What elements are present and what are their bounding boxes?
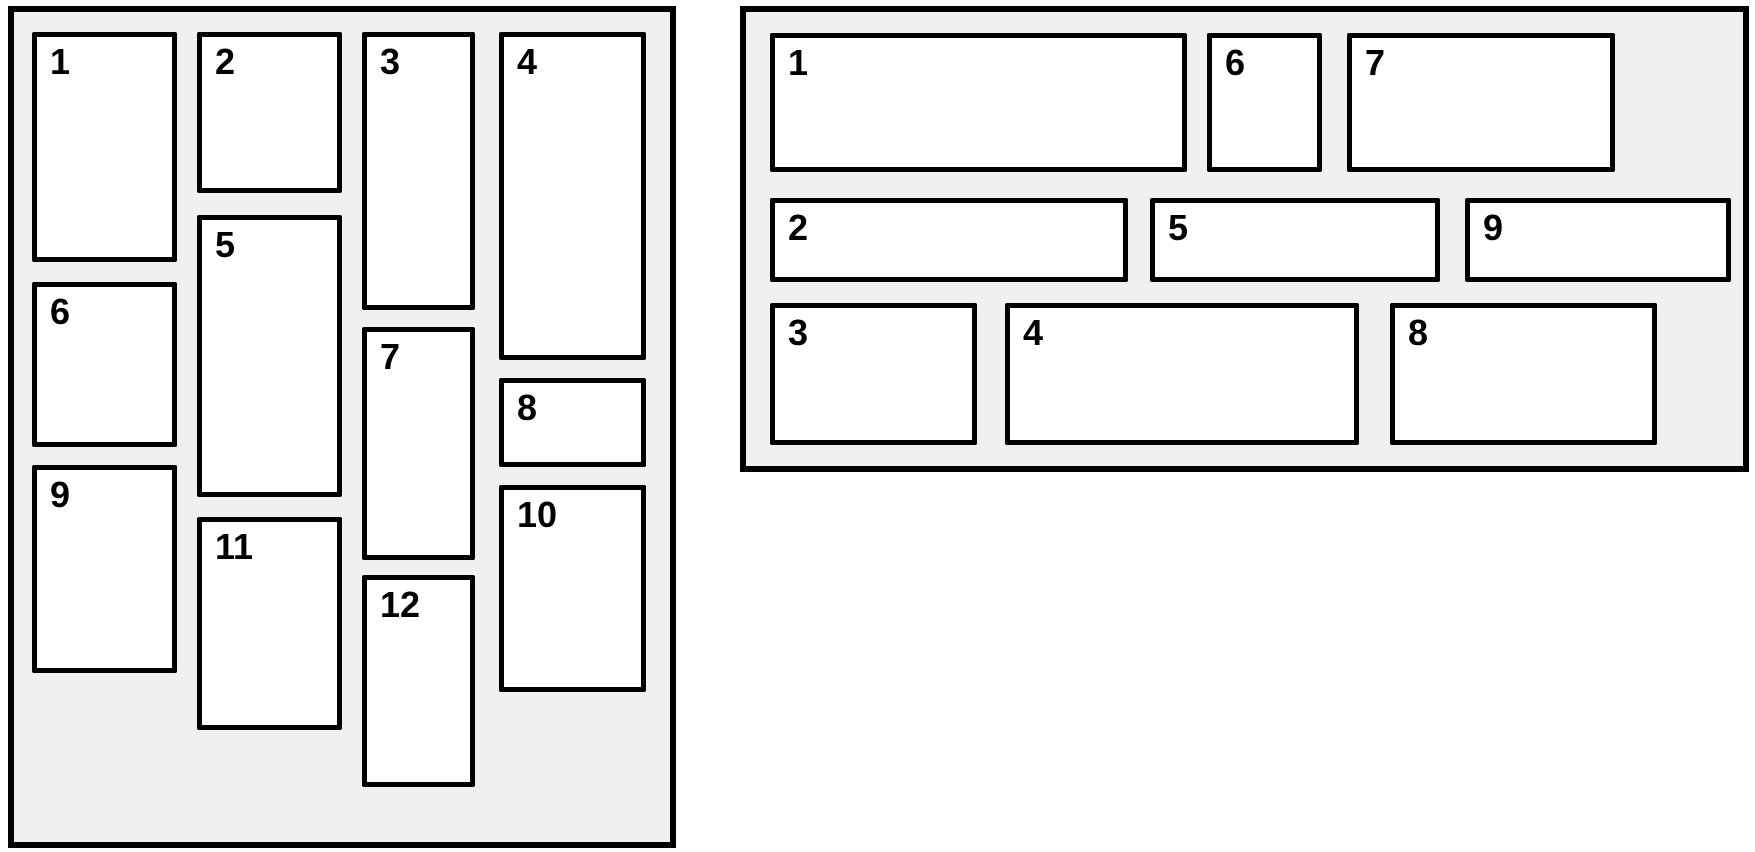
item-number: 8: [517, 387, 538, 428]
item-number: 8: [1408, 312, 1429, 353]
grid-item-2: 2: [770, 198, 1128, 282]
item-number: 11: [215, 526, 254, 567]
masonry-item-9: 9: [32, 465, 177, 673]
masonry-item-1: 1: [32, 32, 177, 262]
item-number: 2: [788, 207, 809, 248]
masonry-item-2: 2: [197, 32, 342, 193]
grid-item-1: 1: [770, 33, 1187, 172]
item-number: 9: [50, 474, 71, 515]
item-number: 2: [215, 41, 236, 82]
masonry-item-11: 11: [197, 517, 342, 730]
grid-item-8: 8: [1390, 303, 1657, 445]
grid-item-4: 4: [1005, 303, 1359, 445]
masonry-item-7: 7: [362, 327, 475, 560]
masonry-item-5: 5: [197, 215, 342, 497]
item-number: 1: [788, 42, 809, 83]
masonry-item-3: 3: [362, 32, 475, 310]
item-number: 4: [517, 41, 538, 82]
item-number: 6: [50, 291, 71, 332]
masonry-item-12: 12: [362, 575, 475, 787]
masonry-item-4: 4: [499, 32, 646, 360]
grid-item-5: 5: [1150, 198, 1440, 282]
item-number: 5: [215, 224, 236, 265]
item-number: 7: [380, 336, 401, 377]
masonry-item-6: 6: [32, 282, 177, 447]
grid-item-6: 6: [1207, 33, 1322, 172]
item-number: 1: [50, 41, 71, 82]
item-number: 6: [1225, 42, 1246, 83]
item-number: 3: [380, 41, 401, 82]
item-number: 9: [1483, 207, 1504, 248]
item-number: 7: [1365, 42, 1386, 83]
grid-item-7: 7: [1347, 33, 1615, 172]
item-number: 10: [517, 494, 558, 535]
item-number: 5: [1168, 207, 1189, 248]
masonry-item-8: 8: [499, 378, 646, 467]
item-number: 3: [788, 312, 809, 353]
grid-layout-panel: 1 6 7 2 5 9 3 4 8: [740, 6, 1749, 472]
masonry-layout-panel: 1 2 3 4 5 6 7 8 9 10 11 12: [8, 6, 676, 848]
masonry-item-10: 10: [499, 485, 646, 692]
grid-item-3: 3: [770, 303, 977, 445]
grid-item-9: 9: [1465, 198, 1731, 282]
item-number: 12: [380, 584, 421, 625]
item-number: 4: [1023, 312, 1044, 353]
